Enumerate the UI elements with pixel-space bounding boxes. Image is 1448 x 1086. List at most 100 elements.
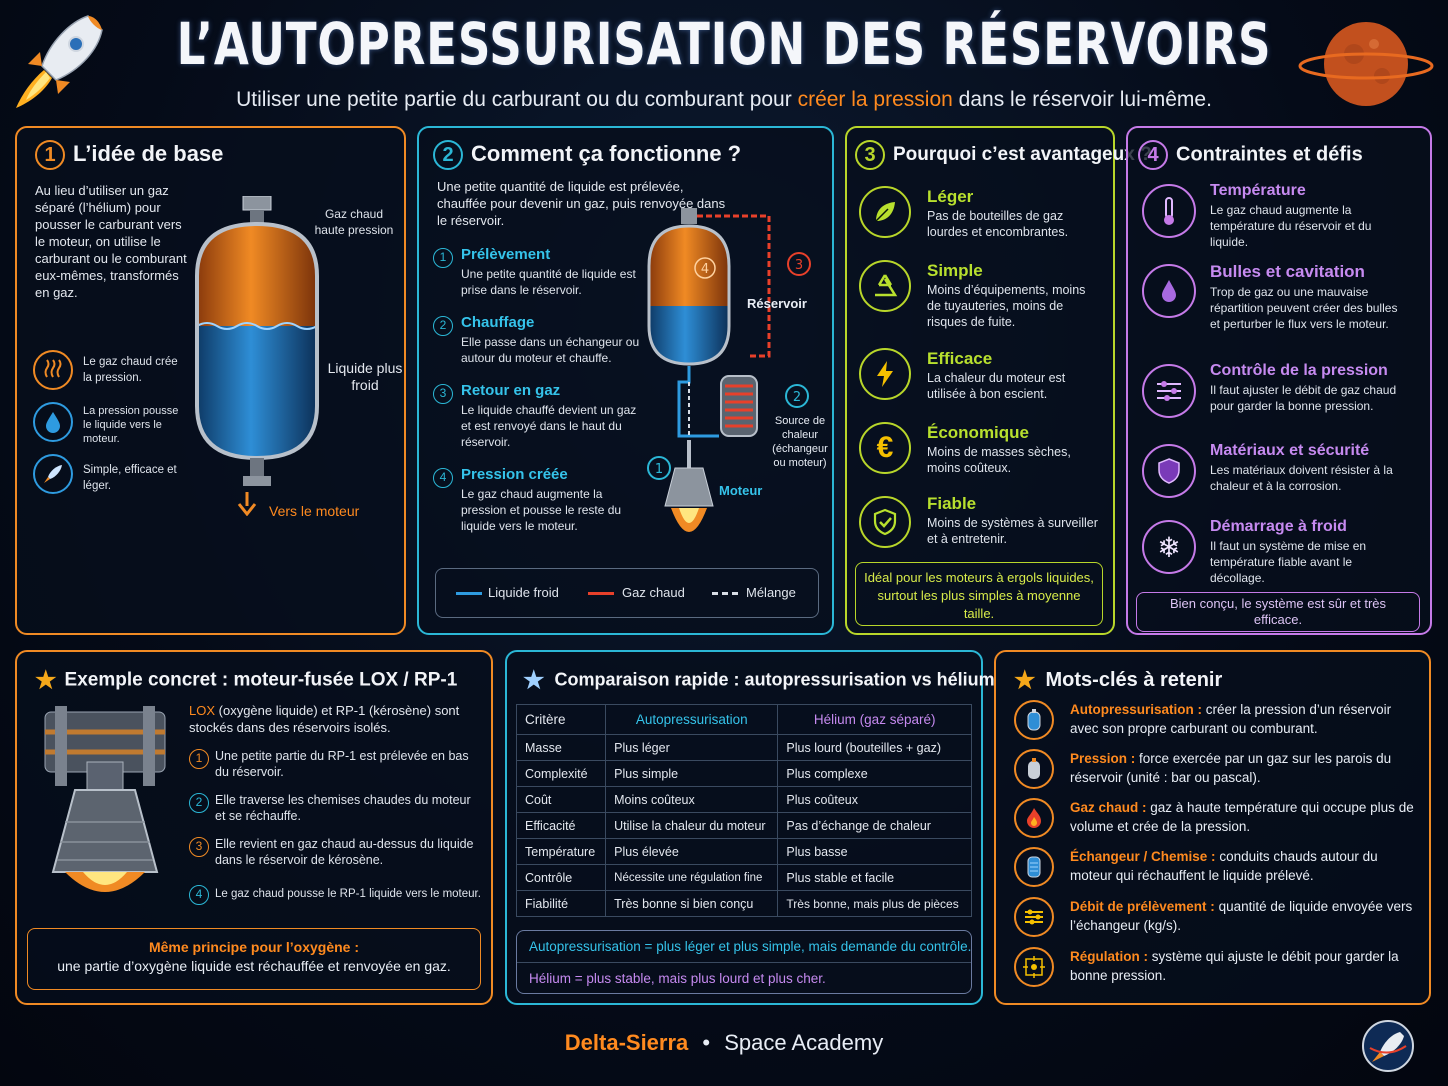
shield-check-icon <box>859 496 911 548</box>
page-subtitle: Utiliser une petite partie du carburant … <box>236 88 1212 111</box>
intro-text: Au lieu d’utiliser un gaz séparé (l’héli… <box>35 183 187 300</box>
panel-title: ★Exemple concret : moteur-fusée LOX / RP… <box>35 667 458 694</box>
step-title: Prélèvement <box>461 246 551 263</box>
list-item: ❄ Démarrage à froid Il faut un système d… <box>1140 518 1430 594</box>
example-note: Même principe pour l’oxygène : une parti… <box>27 928 481 990</box>
step-number: 3 <box>855 140 885 170</box>
challenge-title: Bulles et cavitation <box>1210 262 1365 281</box>
svg-text:3: 3 <box>795 258 803 273</box>
list-item: Matériaux et sécurité Les matériaux doiv… <box>1140 442 1430 518</box>
list-item: € Économique Moins de masses sèches, moi… <box>857 420 1107 494</box>
footer-separator: • <box>702 1030 711 1055</box>
item-text: Le gaz chaud crée la pression. <box>83 356 178 384</box>
flow-icon <box>1014 897 1054 937</box>
step-number: 2 <box>433 140 463 170</box>
cylinder-icon <box>1014 749 1054 789</box>
engine-illustration <box>44 706 166 892</box>
challenge-list: Température Le gaz chaud augmente la tem… <box>1140 182 1430 594</box>
tank-illustration <box>195 196 319 486</box>
droplet-icon <box>33 402 73 442</box>
list-item: 3 Retour en gaz Le liquide chauffé devie… <box>433 382 653 466</box>
list-item: 4 Pression créée Le gaz chaud augmente l… <box>433 466 653 550</box>
challenge-text: Il faut un système de mise en températur… <box>1210 539 1367 585</box>
page-title: L’AUTOPRESSURISATION DES RÉSERVOIRS <box>176 10 1272 78</box>
header-cell: Autopressurisation <box>605 704 779 735</box>
table-header-row: Critère Autopressurisation Hélium (gaz s… <box>515 704 972 735</box>
challenge-text: Le gaz chaud augmente la température du … <box>1210 203 1372 249</box>
list-item: Échangeur / Chemise : conduits chauds au… <box>1010 845 1420 895</box>
legend-mix: Mélange <box>746 585 796 600</box>
table-cell: Plus léger <box>605 734 779 761</box>
header-cell: Hélium (gaz séparé) <box>777 704 972 735</box>
step-text: Le liquide chauffé devient un gaz et est… <box>461 403 637 449</box>
example-intro: LOX (oxygène liquide) et RP-1 (kérosène)… <box>189 703 460 735</box>
legend: Liquide froid Gaz chaud Mélange <box>435 568 819 618</box>
svg-text:1: 1 <box>655 462 663 477</box>
example-steps: 1 Une petite partie du RP-1 est prélevée… <box>189 748 484 914</box>
tank-icon <box>1014 700 1054 740</box>
keyword-entry: Pression : force exercée par un gaz sur … <box>1070 751 1392 785</box>
item-text: Simple, efficace et léger. <box>83 464 177 492</box>
note-title: Même principe pour l’oxygène : <box>148 939 360 955</box>
advantage-title: Efficace <box>927 349 993 368</box>
advantage-title: Simple <box>927 261 983 280</box>
euro-icon: € <box>859 422 911 474</box>
footer-academy: Space Academy <box>724 1030 884 1055</box>
star-icon: ★ <box>1014 667 1036 694</box>
panel-title: ★Comparaison rapide : autopressurisation… <box>523 667 995 694</box>
advantage-text: Pas de bouteilles de gaz lourdes et enco… <box>927 209 1069 239</box>
sliders-icon <box>1142 364 1196 418</box>
list-item: 3 Elle revient en gaz chaud au-dessus du… <box>189 836 484 884</box>
table-cell: Contrôle <box>515 864 607 891</box>
list-item: Température Le gaz chaud augmente la tem… <box>1140 182 1430 262</box>
list-item: Léger Pas de bouteilles de gaz lourdes e… <box>857 184 1107 258</box>
list-item: Autopressurisation : créer la pression d… <box>1010 698 1420 747</box>
leaf-icon <box>859 186 911 238</box>
lightning-icon <box>859 348 911 400</box>
table-cell: Coût <box>515 786 607 813</box>
label-tank: Réservoir <box>747 296 807 311</box>
label-cold-liquid: Liquide plus froid <box>327 360 403 393</box>
list-item: 1 Prélèvement Une petite quantité de liq… <box>433 246 653 314</box>
panel-title: ★Mots-clés à retenir <box>1014 667 1223 694</box>
challenge-title: Démarrage à froid <box>1210 518 1347 535</box>
list-item: 1 Une petite partie du RP-1 est prélevée… <box>189 748 484 792</box>
legend-cold-swatch <box>456 592 482 595</box>
drop-icon <box>1142 264 1196 318</box>
step-text: Une petite quantité de liquide est prise… <box>461 267 636 297</box>
table-cell: Nécessite une régulation fine <box>605 864 779 891</box>
step-number: 1 <box>35 140 65 170</box>
table-cell: Pas d’échange de chaleur <box>777 812 972 839</box>
advantage-text: Moins de systèmes à surveiller et à entr… <box>927 516 1098 546</box>
thermometer-icon <box>1142 184 1196 238</box>
footer: Delta-Sierra • Space Academy <box>0 1030 1448 1056</box>
advantage-text: La chaleur du moteur est utilisée à bon … <box>927 371 1066 401</box>
label-to-engine: Vers le moteur <box>269 503 360 519</box>
planet-illustration <box>1298 22 1434 106</box>
exchanger-icon <box>1014 847 1054 887</box>
item-text: La pression pousse le liquide vers le mo… <box>83 405 179 445</box>
star-icon: ★ <box>35 667 57 694</box>
table-cell: Efficacité <box>515 812 607 839</box>
table-cell: Masse <box>515 734 607 761</box>
panel-example: ★Exemple concret : moteur-fusée LOX / RP… <box>15 650 493 1005</box>
list-item: Fiable Moins de systèmes à surveiller et… <box>857 494 1107 568</box>
challenge-text: Trop de gaz ou une mauvaise répartition … <box>1210 285 1398 331</box>
table-cell: Plus stable et facile <box>777 864 972 891</box>
table-cell: Température <box>515 838 607 865</box>
step-text: Une petite partie du RP-1 est prélevée e… <box>215 749 469 779</box>
advantage-text: Moins de masses sèches, moins coûteux. <box>927 445 1071 475</box>
flame-icon <box>1014 798 1054 838</box>
keyword-list: Autopressurisation : créer la pression d… <box>1010 698 1420 995</box>
note-text: une partie d’oxygène liquide est réchauf… <box>57 958 451 974</box>
footer-brand: Delta-Sierra <box>564 1030 689 1055</box>
step-text: Elle revient en gaz chaud au-dessus du l… <box>215 837 474 867</box>
table-cell: Très bonne, mais plus de pièces <box>777 890 972 917</box>
challenge-title: Contrôle de la pression <box>1210 362 1388 379</box>
list-item: 2 Chauffage Elle passe dans un échangeur… <box>433 314 653 382</box>
